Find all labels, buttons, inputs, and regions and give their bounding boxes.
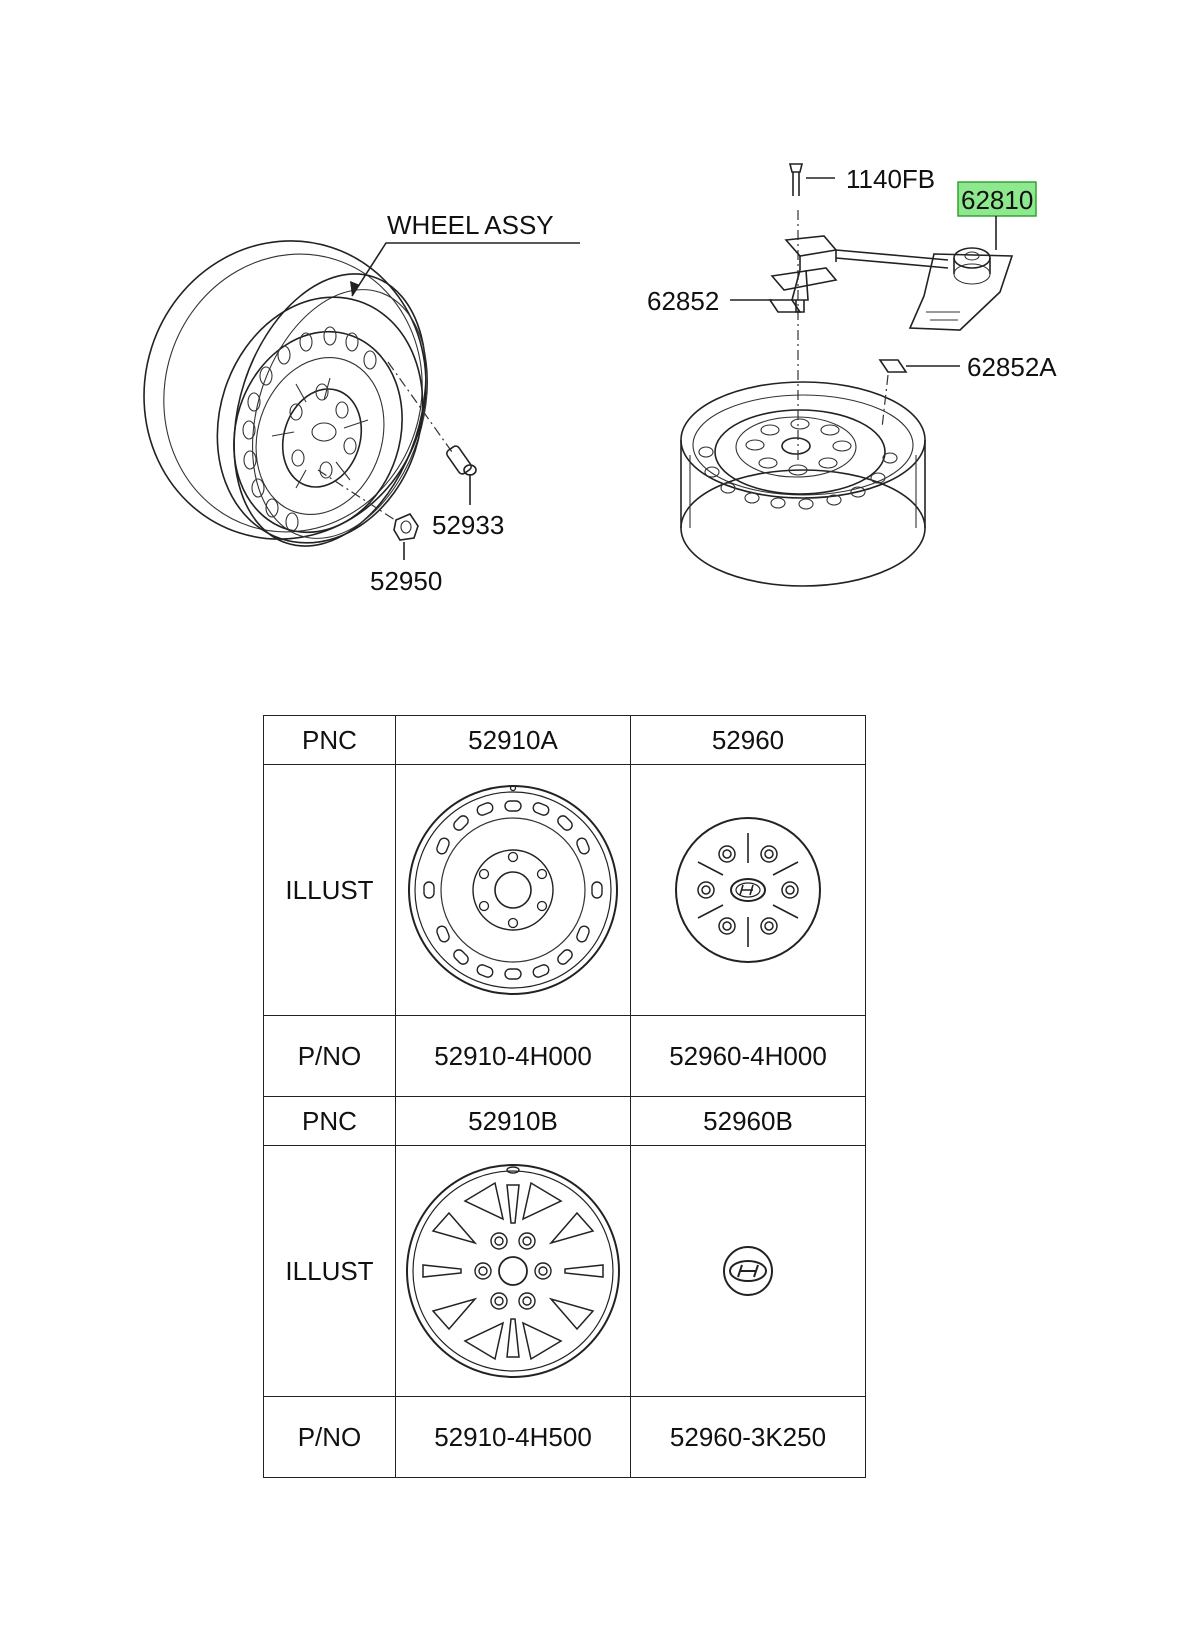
- row-header: P/NO: [263, 1396, 396, 1478]
- part-number-cell: 52910-4H000: [395, 1015, 631, 1097]
- alloy-wheel-icon: [406, 1164, 620, 1378]
- bracket-left-label: 62852: [647, 286, 719, 316]
- part-number-cell: 52960-3K250: [630, 1396, 866, 1478]
- spare-wheel-illustration: [680, 381, 926, 587]
- row-header: ILLUST: [263, 764, 396, 1016]
- pnc-cell: 52960: [630, 715, 866, 765]
- table-row: ILLUST: [263, 764, 866, 1016]
- table-row: PNC 52910A 52960: [263, 715, 866, 765]
- exploded-diagram: WHEEL ASSY 52933 52950: [143, 163, 1057, 596]
- row-header: PNC: [263, 1096, 396, 1146]
- table-row: PNC 52910B 52960B: [263, 1096, 866, 1146]
- pnc-cell: 52910A: [395, 715, 631, 765]
- valve-label: 52933: [432, 510, 504, 540]
- wheel-assy-illustration: [143, 240, 428, 547]
- wheel-cover-icon: [675, 817, 821, 963]
- row-header: P/NO: [263, 1015, 396, 1097]
- row-header: ILLUST: [263, 1145, 396, 1397]
- illust-cell: [395, 764, 631, 1016]
- illust-cell: [395, 1145, 631, 1397]
- center-cap-icon: [723, 1246, 773, 1296]
- row-header: PNC: [263, 715, 396, 765]
- table-row: P/NO 52910-4H000 52960-4H000: [263, 1015, 866, 1097]
- table-row: ILLUST: [263, 1145, 866, 1397]
- parts-table: PNC 52910A 52960 ILLUST: [263, 715, 866, 1478]
- pnc-cell: 52960B: [630, 1096, 866, 1146]
- illust-cell: [630, 764, 866, 1016]
- table-row: P/NO 52910-4H500 52960-3K250: [263, 1396, 866, 1478]
- nut-label: 52950: [370, 566, 442, 596]
- carrier-highlight: [957, 181, 1037, 217]
- bracket-right-label: 62852A: [967, 352, 1057, 382]
- steel-wheel-icon: [408, 785, 618, 995]
- spare-carrier-illustration: [768, 163, 1014, 460]
- valve-stem-icon: [387, 361, 477, 505]
- part-number-cell: 52910-4H500: [395, 1396, 631, 1478]
- bolt-label: 1140FB: [846, 164, 935, 194]
- illust-cell: [630, 1145, 866, 1397]
- wheel-assy-leader: [351, 242, 580, 297]
- wheel-assy-label: WHEEL ASSY: [387, 210, 554, 240]
- carrier-label: 62810: [961, 185, 1033, 215]
- part-number-cell: 52960-4H000: [630, 1015, 866, 1097]
- lug-nut-icon: [317, 469, 419, 560]
- pnc-cell: 52910B: [395, 1096, 631, 1146]
